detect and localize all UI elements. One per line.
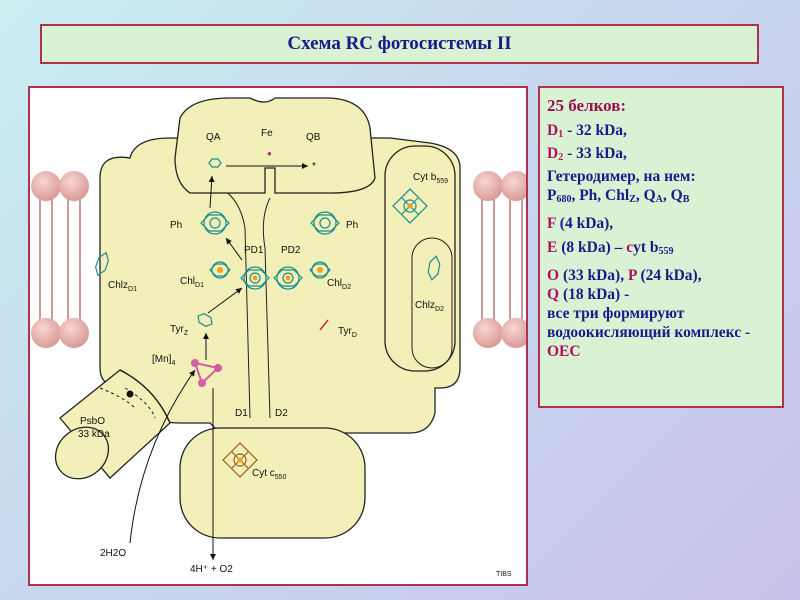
tyrz-ring [197, 313, 213, 327]
cyt-b559-center [407, 203, 413, 209]
membrane-left [31, 171, 89, 348]
pheophytin-d2-ring [310, 211, 340, 235]
title-box: Схема RC фотосистемы II [40, 24, 759, 64]
cyt-c550-subunit [179, 427, 366, 539]
lipid-head [473, 171, 503, 201]
lipid-head [31, 171, 61, 201]
label-qa: QA [206, 132, 221, 143]
lipid-head [501, 318, 526, 348]
info-d1-d2: D1 - 32 kDa, D2 - 33 kDa, Гетеродимер, н… [547, 122, 696, 205]
label-chl-d2: ChlD2 [327, 278, 351, 291]
label-psbo: PsbO [80, 416, 105, 427]
arrow-ph-qa [208, 175, 215, 209]
mn-cluster [191, 359, 222, 387]
d1-d2-divider [262, 197, 271, 419]
fe-marker: ● [267, 149, 272, 158]
label-tibs: TIBS [496, 571, 512, 578]
pd2-ring [273, 266, 303, 290]
chl-d2-ring [309, 261, 331, 279]
chl-d1-center [217, 267, 223, 273]
chl-d1-ring [209, 261, 231, 279]
pd1-ring [240, 266, 270, 290]
label-chl-d1: ChlD1 [180, 276, 204, 289]
label-tyrz: TyrZ [170, 324, 189, 337]
lipid-head [501, 171, 526, 201]
lipid-head [473, 318, 503, 348]
label-ph-right: Ph [346, 220, 358, 231]
info-e: E (8 kDa) – cyt b559 [547, 239, 674, 257]
label-pd1: PD1 [244, 245, 264, 256]
info-oec: O (33 kDa), P (24 kDa), Q (18 kDa) - все… [547, 267, 751, 360]
chlz-d1-ring [94, 251, 110, 277]
slide-title: Схема RC фотосистемы II [287, 33, 512, 54]
label-cyt-c550: Cyt c550 [252, 468, 287, 481]
pheophytin-d1-ring [200, 211, 230, 235]
qa-qb-lobe [174, 97, 376, 194]
psbo-dot [126, 390, 134, 398]
label-ph-left: Ph [170, 220, 182, 231]
label-cyt-b559: Cyt b559 [413, 172, 448, 185]
pd2-center [285, 275, 291, 281]
qa-ring [208, 158, 222, 168]
chlz-d2-ring [427, 255, 441, 281]
psii-diagram: ● QA Fe QB * Ph Ph PD1 [31, 97, 526, 578]
label-star: * [312, 161, 316, 172]
label-qb: QB [306, 132, 321, 143]
diagram-labels: QA Fe QB * Ph Ph PD1 PD2 ChlD1 ChlD2 Chl… [78, 128, 512, 578]
arrow-pd1-ph [225, 237, 243, 261]
label-tyrd: TyrD [338, 326, 357, 339]
info-box: 25 белков: D1 - 32 kDa, D2 - 33 kDa, Гет… [538, 86, 784, 408]
label-chlz-d2: ChlzD2 [415, 300, 444, 313]
label-mn: [Mn]4 [152, 354, 175, 367]
psbo-contact [99, 387, 136, 409]
arrow-tyrz-pd1 [207, 287, 243, 314]
chlz-d2-subunit [411, 237, 453, 369]
label-psbo-kda: 33 kDa [78, 429, 110, 440]
diagram-frame: ● QA Fe QB * Ph Ph PD1 [28, 86, 528, 586]
psbo-subunit [54, 369, 171, 480]
label-fe: Fe [261, 128, 273, 139]
pd1-center [252, 275, 258, 281]
lipid-head [59, 171, 89, 201]
arrow-water-mn [129, 369, 196, 544]
tyrd-ring [319, 319, 329, 331]
lipid-head [59, 318, 89, 348]
label-d1: D1 [235, 408, 248, 419]
label-chlz-d1: ChlzD1 [108, 280, 137, 293]
info-f: F (4 kDa), [547, 215, 614, 232]
membrane-right [473, 171, 526, 348]
label-water: 2H2O [100, 548, 126, 559]
cyt-c550-center [237, 457, 243, 463]
lipid-head [31, 318, 61, 348]
info-heading: 25 белков: [547, 96, 627, 115]
chl-d2-center [317, 267, 323, 273]
label-d2: D2 [275, 408, 288, 419]
label-pd2: PD2 [281, 245, 301, 256]
label-products: 4H⁺ + O2 [190, 564, 233, 575]
